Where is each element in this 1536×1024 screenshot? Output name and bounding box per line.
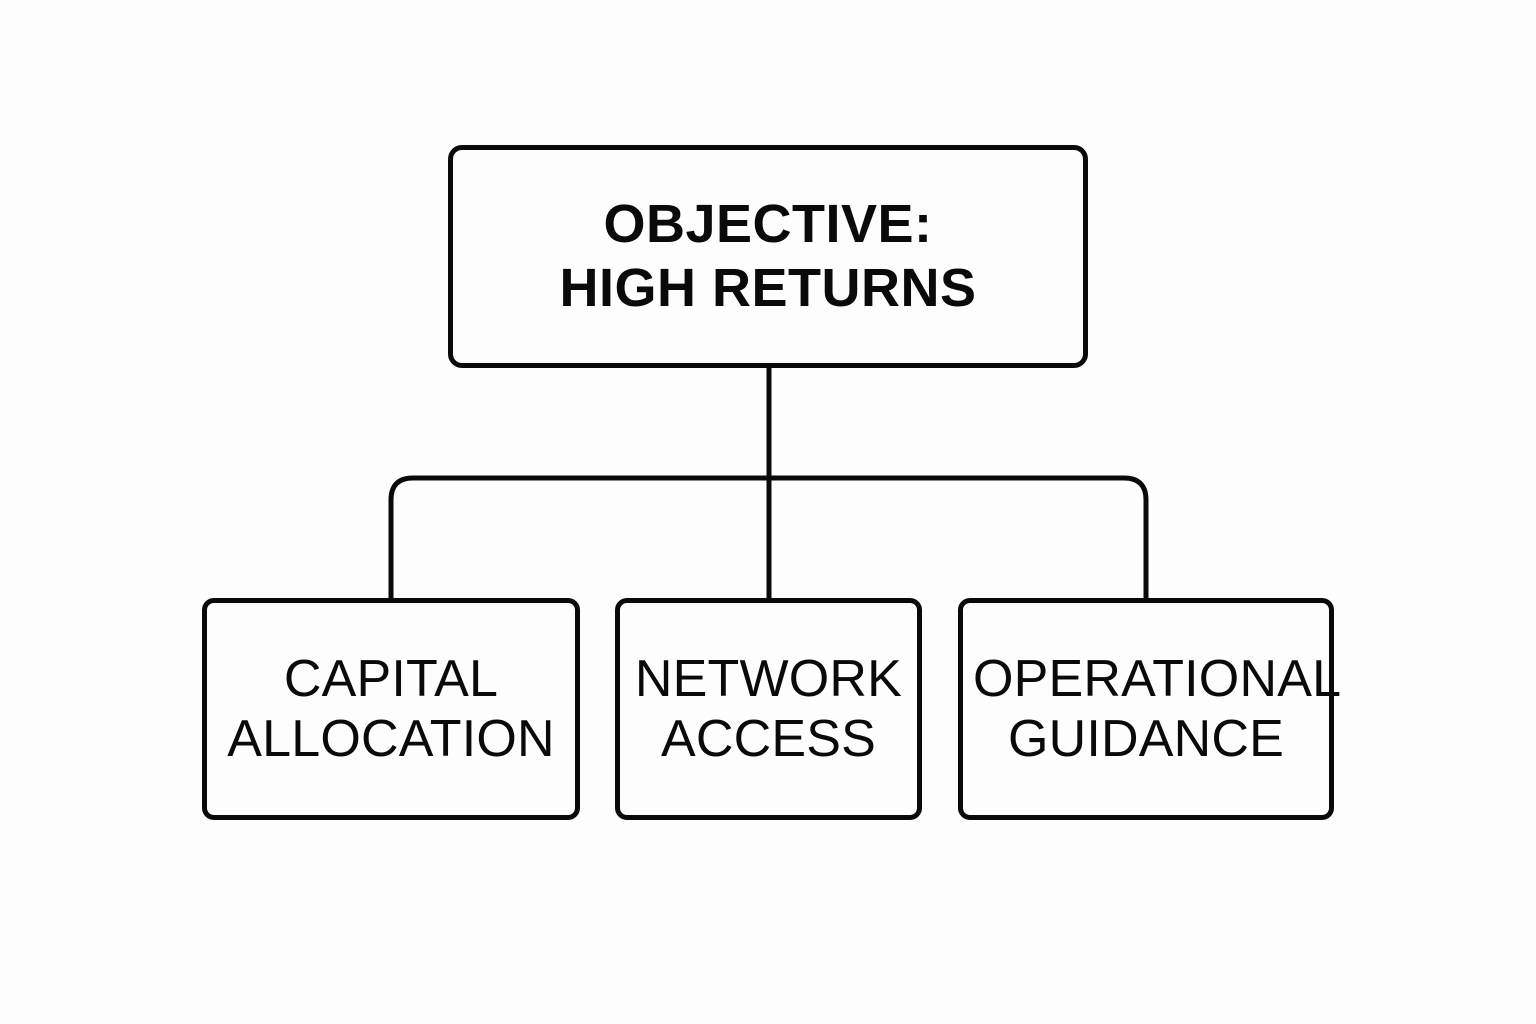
node-network-access-label: NETWORK ACCESS <box>634 649 903 768</box>
node-capital-allocation[interactable]: CAPITAL ALLOCATION <box>202 598 580 820</box>
node-network-access[interactable]: NETWORK ACCESS <box>615 598 922 820</box>
node-objective[interactable]: OBJECTIVE: HIGH RETURNS <box>448 145 1088 368</box>
node-objective-label: OBJECTIVE: HIGH RETURNS <box>559 193 977 318</box>
node-operational-guidance-label: OPERATIONAL GUIDANCE <box>973 649 1342 768</box>
node-capital-allocation-label: CAPITAL ALLOCATION <box>227 649 555 768</box>
node-operational-guidance[interactable]: OPERATIONAL GUIDANCE <box>958 598 1342 820</box>
connector-bus <box>388 475 1149 598</box>
